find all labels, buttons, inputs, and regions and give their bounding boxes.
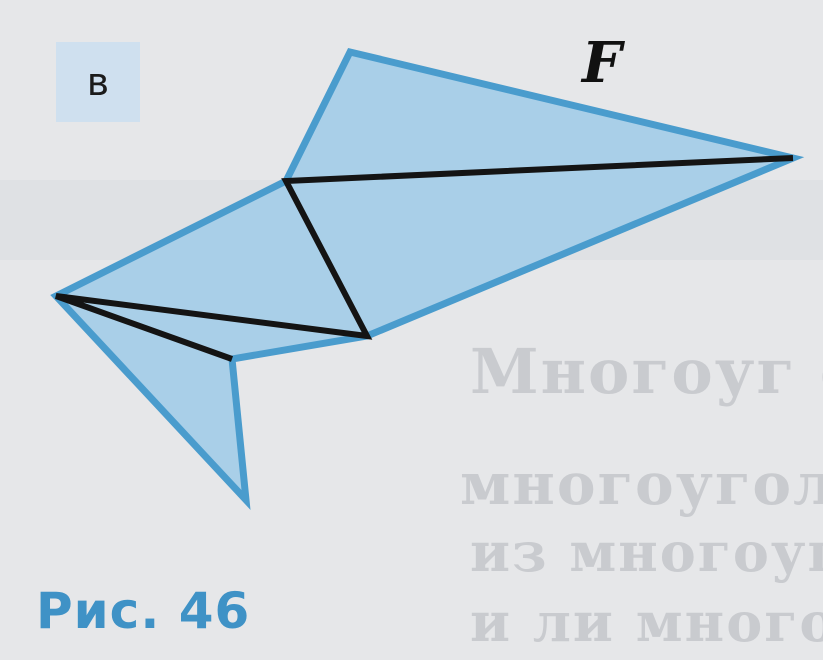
background-texture: Многоуг ф <box>470 335 823 408</box>
panel-label: в <box>56 42 140 122</box>
diagonal-lines <box>54 155 794 362</box>
background-texture: из многоуголь <box>470 520 823 584</box>
background-texture: многоуголь <box>460 450 823 518</box>
figure-label-f: F <box>582 30 622 96</box>
polygon-f <box>50 47 805 510</box>
background-texture: и ли многоуг <box>470 590 823 654</box>
figure-caption: Рис. 46 <box>36 582 251 640</box>
